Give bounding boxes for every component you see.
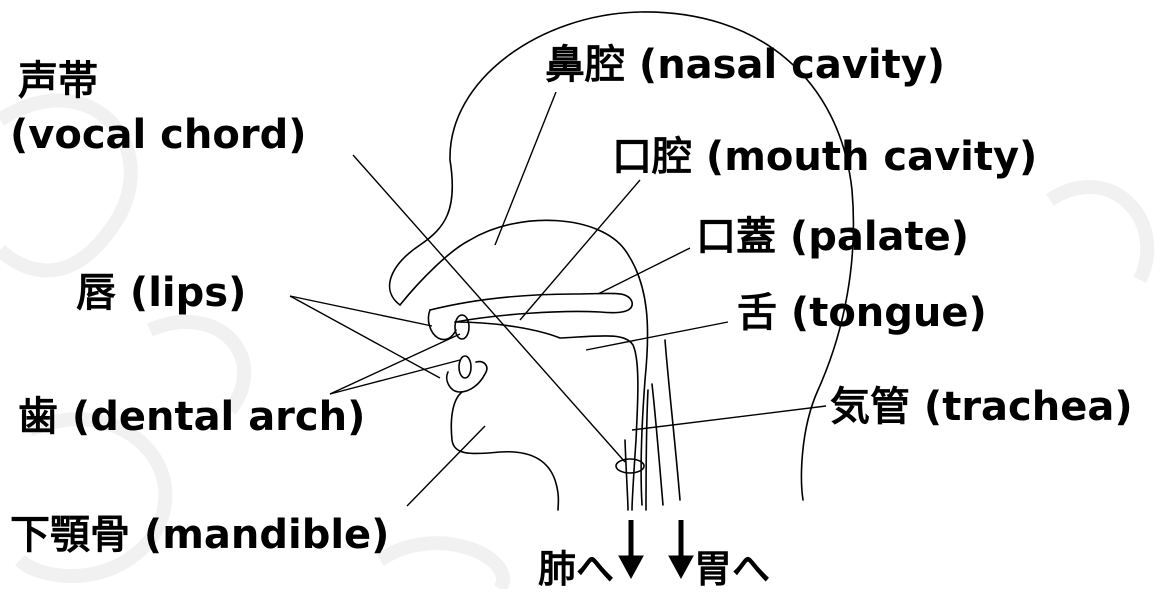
leader-trachea xyxy=(631,405,827,431)
head-outline xyxy=(388,11,855,501)
label-tongue: 舌 (tongue) xyxy=(737,290,987,336)
lower-tooth xyxy=(458,355,472,379)
label-dental-arch: 歯 (dental arch) xyxy=(18,394,366,440)
trachea-right xyxy=(645,389,649,511)
label-to-stomach: 胃へ xyxy=(694,547,771,591)
tongue-outline xyxy=(454,321,639,511)
label-trachea: 気管 (trachea) xyxy=(830,384,1133,430)
nasal-cavity-outline xyxy=(399,219,649,506)
trachea-left xyxy=(624,439,629,511)
upper-tooth xyxy=(454,314,470,340)
palate-outline xyxy=(429,292,633,323)
label-vocal-chord-japanese: 声帯 xyxy=(18,58,98,104)
arrow-to-stomach xyxy=(668,520,694,580)
leader-dental-lower xyxy=(329,359,461,395)
leader-lips-upper xyxy=(289,295,433,327)
arrow-to-lungs xyxy=(618,520,644,580)
label-to-lungs: 肺へ xyxy=(538,547,615,591)
label-vocal-chord-english: (vocal chord) xyxy=(10,112,307,158)
lower-lip xyxy=(445,360,488,393)
mandible-outline xyxy=(450,391,560,511)
leader-tongue xyxy=(585,321,729,351)
pharynx-right xyxy=(651,383,664,506)
leader-mouth-cavity xyxy=(519,179,641,321)
leader-lips-lower xyxy=(289,295,441,379)
label-mandible: 下顎骨 (mandible) xyxy=(10,512,390,558)
label-nasal-cavity: 鼻腔 (nasal cavity) xyxy=(545,42,946,88)
leader-vocal-chord xyxy=(352,154,626,463)
vocal-chord-shape xyxy=(615,458,645,474)
label-lips: 唇 (lips) xyxy=(76,270,247,316)
upper-lip xyxy=(427,309,457,341)
leader-palate xyxy=(597,247,691,295)
label-palate: 口蓋 (palate) xyxy=(696,214,970,260)
leader-mandible xyxy=(406,425,486,507)
label-mouth-cavity: 口腔 (mouth cavity) xyxy=(612,134,1038,180)
leader-dental-upper xyxy=(329,333,461,395)
leader-nasal-cavity xyxy=(494,91,557,246)
pharynx-left xyxy=(664,339,681,501)
